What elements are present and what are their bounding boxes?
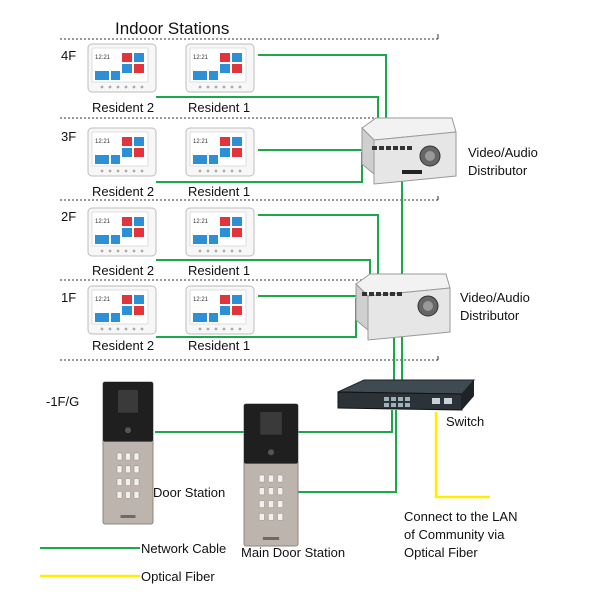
label-1f-resident-2: Resident 2: [92, 338, 154, 353]
cable-2f-resident1: [258, 214, 379, 296]
main-door-station-device: [243, 403, 299, 547]
distributor-lower-label-line1: Video/Audio: [460, 290, 530, 305]
legend-optical-label: Optical Fiber: [141, 569, 215, 584]
device-screen-time: 12:21: [95, 55, 111, 61]
indoor-station-2f-resident-1: 12:21: [185, 207, 255, 257]
distributor-lower: [355, 273, 451, 341]
distributor-upper-label-line1: Video/Audio: [468, 145, 538, 160]
label-4f-resident-2: Resident 2: [92, 100, 154, 115]
floor-label-2f: 2F: [61, 209, 76, 224]
distributor-upper-label-line2: Distributor: [468, 163, 528, 178]
label-3f-resident-2: Resident 2: [92, 184, 154, 199]
basement-label: -1F/G: [46, 394, 79, 409]
cable-door-station-to-switch: [155, 410, 393, 433]
indoor-stations: 12:21 12:21 12:21 12:21 12:21 12:21 12:21 12:21: [87, 43, 255, 335]
indoor-station-3f-resident-1: 12:21: [185, 127, 255, 177]
distributor-upper: [361, 117, 457, 185]
switch-fiber-port-icon: [432, 398, 440, 404]
label-2f-resident-1: Resident 1: [188, 263, 250, 278]
door-station-label: Door Station: [153, 485, 225, 500]
lan-note-line3: Optical Fiber: [404, 545, 478, 560]
cable-main-door-station-to-switch: [298, 410, 397, 493]
device-screen-time: 12:21: [193, 219, 209, 225]
floor-label-3f: 3F: [61, 129, 76, 144]
network-switch: [337, 379, 476, 411]
device-screen-time: 12:21: [193, 297, 209, 303]
device-screen-time: 12:21: [95, 139, 111, 145]
label-1f-resident-1: Resident 1: [188, 338, 250, 353]
indoor-station-1f-resident-1: 12:21: [185, 285, 255, 335]
indoor-station-4f-resident-2: 12:21: [87, 43, 157, 93]
main-door-station-label: Main Door Station: [241, 545, 345, 560]
legend-network-label: Network Cable: [141, 541, 226, 556]
lan-note-line2: of Community via: [404, 527, 505, 542]
door-stations: [102, 381, 299, 547]
indoor-station-3f-resident-2: 12:21: [87, 127, 157, 177]
floor-separators: [60, 38, 438, 361]
floor-label-4f: 4F: [61, 48, 76, 63]
label-3f-resident-1: Resident 1: [188, 184, 250, 199]
floor-label-1f: 1F: [61, 290, 76, 305]
resident-labels: Resident 2 Resident 1 Resident 2 Residen…: [92, 100, 250, 353]
door-station-device: [102, 381, 154, 525]
indoor-station-4f-resident-1: 12:21: [185, 43, 255, 93]
device-screen-time: 12:21: [193, 139, 209, 145]
label-2f-resident-2: Resident 2: [92, 263, 154, 278]
device-screen-time: 12:21: [95, 219, 111, 225]
fiber-switch-to-lan: [434, 412, 490, 499]
optical-fibers: [40, 412, 490, 578]
indoor-stations-title: Indoor Stations: [115, 19, 229, 38]
distributor-lower-label-line2: Distributor: [460, 308, 520, 323]
lan-note-line1: Connect to the LAN: [404, 509, 517, 524]
switch-label: Switch: [446, 414, 484, 429]
label-4f-resident-1: Resident 1: [188, 100, 250, 115]
device-screen-time: 12:21: [95, 297, 111, 303]
indoor-station-2f-resident-2: 12:21: [87, 207, 157, 257]
indoor-station-1f-resident-2: 12:21: [87, 285, 157, 335]
device-screen-time: 12:21: [193, 55, 209, 61]
